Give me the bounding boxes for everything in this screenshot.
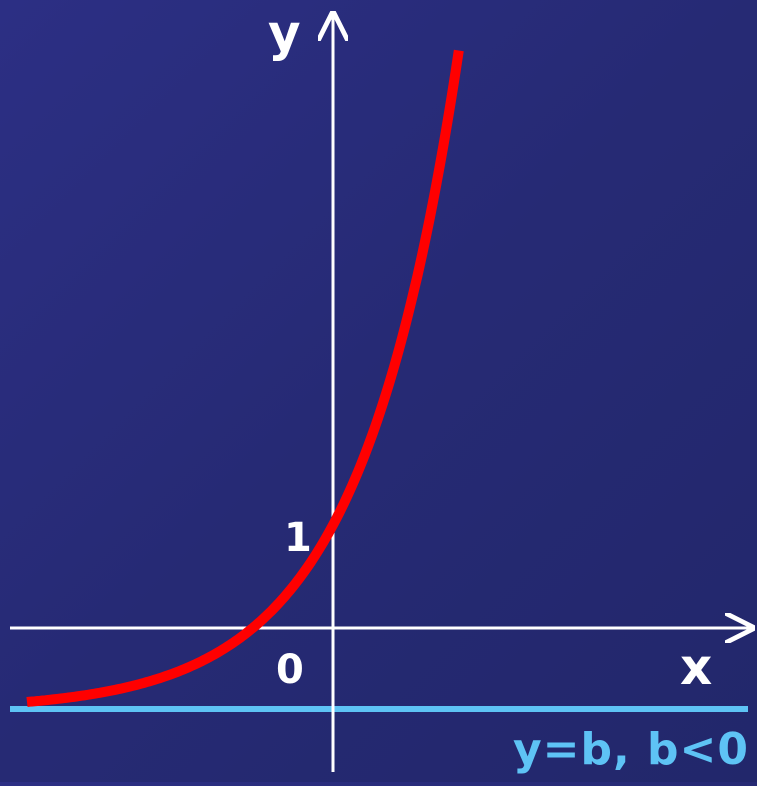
y-axis-label: y [268,4,301,62]
asymptote-label: y=b, b<0 [512,724,749,775]
x-axis-label: x [680,638,713,696]
origin-label: 0 [276,647,304,693]
y-intercept-label: 1 [284,515,312,561]
exponential-curve [26,49,464,707]
